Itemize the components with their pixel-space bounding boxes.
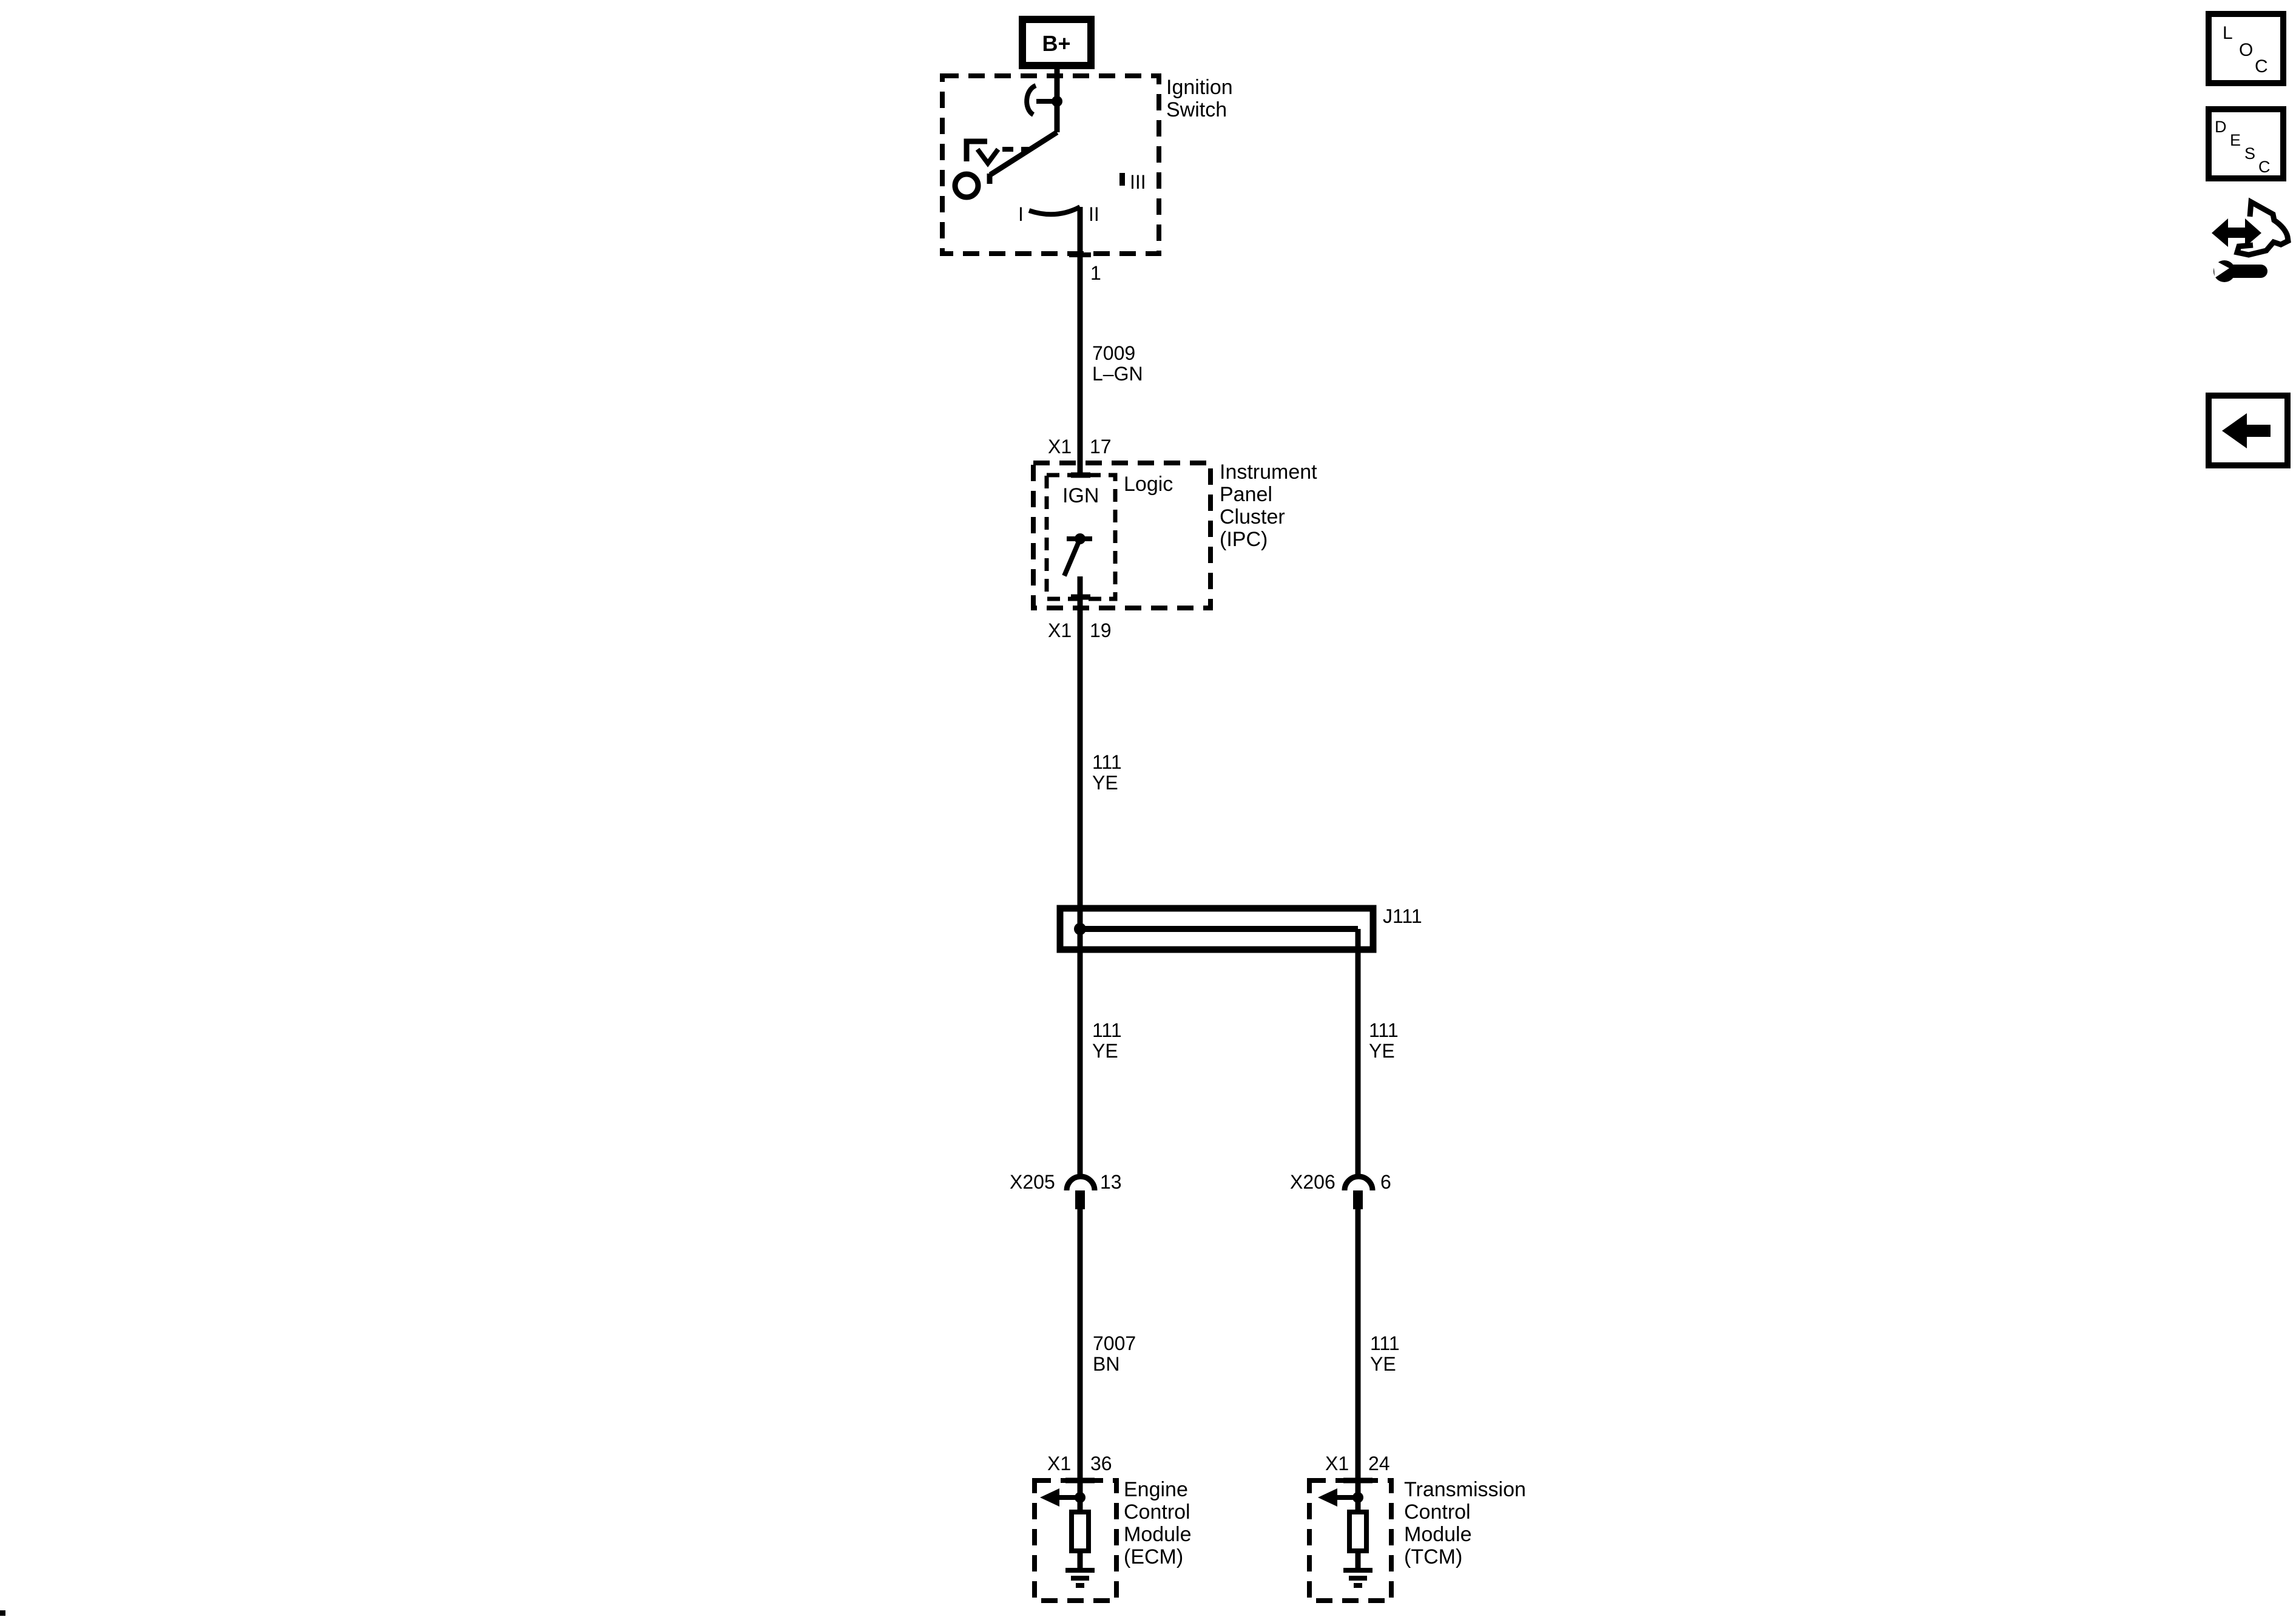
wire-ipc-to-splice: 111 YE [1077, 576, 1122, 1178]
desc-button-frame[interactable] [2206, 106, 2286, 181]
ign-contact-blade [1062, 538, 1082, 577]
splice-dot [1074, 923, 1086, 935]
left-wire-lower-circuit: 7007 [1093, 1332, 1136, 1354]
loc-button[interactable]: L O C [2206, 11, 2286, 86]
position-mark-ii: II [1089, 203, 1099, 225]
connector-pin-icon [1353, 1190, 1363, 1209]
contact-arc [1028, 204, 1081, 217]
ecm-title-line1: Engine [1124, 1478, 1188, 1501]
connector-x205-pin: 13 [1100, 1171, 1122, 1193]
left-arrow-icon [2222, 413, 2271, 448]
ignition-switch: Ignition Switch III I II 1 [940, 63, 1233, 284]
ipc-out-pin: 19 [1090, 619, 1112, 641]
ipc-logic-label: Logic [1124, 473, 1173, 496]
ignition-switch-box [940, 73, 1161, 256]
desc-letter-s: S [2244, 144, 2255, 163]
tcm-in-pin: 24 [1368, 1453, 1390, 1474]
right-wire-upper-color: YE [1369, 1040, 1395, 1062]
right-wire-upper-circuit: 111 [1369, 1019, 1399, 1041]
wire-7009-color: L–GN [1092, 363, 1143, 385]
battery-feed: B+ [1019, 16, 1095, 69]
loc-letter-c: C [2255, 56, 2268, 76]
desc-letter-d: D [2215, 118, 2227, 136]
connector-x205-label: X205 [1010, 1171, 1055, 1193]
left-wire-lower-color: BN [1093, 1353, 1119, 1375]
splice-j111: J111 [1056, 905, 1422, 953]
ipc-out-conn: X1 [1048, 619, 1072, 641]
ipc-title-line1: Instrument [1220, 461, 1317, 484]
desc-letter-c: C [2258, 158, 2271, 176]
toolbar: L O C D E S C [2206, 11, 2291, 468]
ecm-in-conn: X1 [1047, 1453, 1071, 1474]
connector-socket-icon [1342, 1173, 1376, 1191]
key-icon-notch [975, 147, 1001, 167]
wrench-handle [2230, 265, 2267, 278]
ignition-switch-title-line1: Ignition [1166, 76, 1233, 99]
ecm-ground-icon [1065, 1568, 1095, 1588]
double-arrow-icon [2212, 218, 2261, 247]
switch-pivot-circle [952, 171, 981, 200]
loc-button-frame[interactable] [2206, 11, 2286, 86]
splice-box [1056, 905, 1377, 953]
connector-socket-icon [1064, 1173, 1098, 1191]
page-artifact-dot [0, 1610, 5, 1616]
battery-feed-label: B+ [1042, 31, 1070, 56]
splice-label: J111 [1383, 905, 1422, 927]
position-mark-i: I [1018, 203, 1024, 225]
connector-x206-label: X206 [1290, 1171, 1335, 1193]
wire-7009-circuit: 7009 [1092, 342, 1135, 364]
tcm-title-line2: Control [1404, 1501, 1471, 1524]
desc-button[interactable]: D E S C [2206, 106, 2286, 181]
ipc-title-line3: Cluster [1220, 505, 1285, 528]
branch-right: 111 YE X206 6 111 YE X1 24 Transmission … [1290, 929, 1526, 1603]
key-icon [964, 138, 987, 161]
ecm-in-pin: 36 [1090, 1453, 1112, 1474]
tcm-title-line4: (TCM) [1404, 1545, 1462, 1568]
switch-blade [988, 130, 1059, 177]
ecm-resistor-icon [1069, 1510, 1091, 1553]
ecm-title-line4: (ECM) [1124, 1545, 1183, 1568]
repair-tool-button[interactable] [2212, 197, 2291, 282]
ipc-in-conn: X1 [1048, 436, 1072, 457]
ecm-title-line2: Control [1124, 1501, 1190, 1524]
desc-letter-e: E [2230, 131, 2241, 149]
ecm-title-line3: Module [1124, 1523, 1192, 1546]
tcm-resistor-icon [1347, 1510, 1369, 1553]
instrument-panel-cluster: X1 17 IGN Logic Instrument Panel Cluster… [1031, 436, 1317, 641]
connector-x206-pin: 6 [1380, 1171, 1391, 1193]
tcm-title-line3: Module [1404, 1523, 1472, 1546]
wrench-icon [2213, 260, 2267, 282]
branch-left: 111 YE X205 13 7007 BN X1 36 Engine Cont… [1010, 1019, 1192, 1603]
tcm-in-conn: X1 [1325, 1453, 1349, 1474]
loc-letter-l: L [2223, 23, 2233, 43]
ipc-ign-sub-box [1044, 473, 1118, 601]
wire-111-circuit: 111 [1092, 751, 1122, 773]
left-wire-upper-color: YE [1092, 1040, 1118, 1062]
wire-ignition-to-ipc: 7009 L–GN [1077, 207, 1143, 475]
panel-outline-icon [2234, 197, 2291, 258]
connector-pin-icon [1075, 1190, 1085, 1209]
tcm-signal-arrow-icon [1318, 1488, 1337, 1507]
position-mark-iii: III [1130, 171, 1146, 193]
ignition-switch-title-line2: Switch [1166, 98, 1227, 121]
tcm-ground-icon [1343, 1568, 1373, 1588]
right-wire-lower-circuit: 111 [1370, 1332, 1400, 1354]
ecm-signal-arrow-icon [1040, 1488, 1059, 1507]
ipc-title-line2: Panel [1220, 483, 1272, 506]
ipc-in-pin: 17 [1090, 436, 1112, 457]
tcm-title-line1: Transmission [1404, 1478, 1526, 1501]
back-button[interactable] [2206, 393, 2291, 468]
ipc-ign-label: IGN [1062, 484, 1099, 507]
rotary-action-icon [1024, 83, 1037, 117]
contact-tick-iii [1119, 173, 1125, 186]
ipc-title-line4: (IPC) [1220, 528, 1268, 551]
left-wire-upper-circuit: 111 [1092, 1019, 1122, 1041]
ipc-box [1031, 461, 1213, 610]
wire-111-color: YE [1092, 772, 1118, 794]
wrench-jaw-notch [2213, 260, 2229, 278]
loc-letter-o: O [2239, 40, 2253, 60]
right-wire-lower-color: YE [1370, 1353, 1396, 1375]
ignition-out-pin: 1 [1090, 262, 1101, 284]
